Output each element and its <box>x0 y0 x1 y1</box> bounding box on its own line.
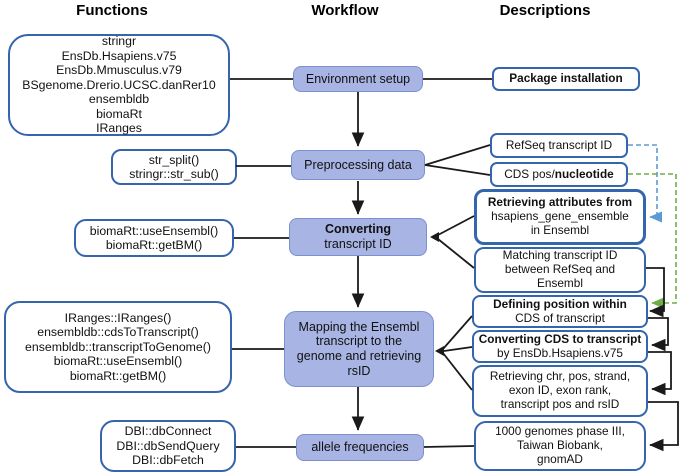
column-header-descriptions: Descriptions <box>499 2 591 19</box>
description-box-retrieving-chr-pos: Retrieving chr, pos, strand, exon ID, ex… <box>472 365 648 417</box>
workflow-line: transcript to the <box>315 334 403 349</box>
arrowhead-into-converting <box>430 232 439 242</box>
description-line: Retrieving attributes from <box>487 195 633 210</box>
description-line: Taiwan Biobank, <box>517 438 603 453</box>
elbow-convertingcds-to-retrievingchr <box>648 351 672 396</box>
workflow-line: rsID <box>347 363 371 378</box>
workflow-step-mapping-ensembl: Mapping the Ensembl transcript to the ge… <box>284 311 434 387</box>
link-retrievingchr-to-mapping <box>442 352 473 391</box>
workflow-step-allele-frequencies: allele frequencies <box>296 434 424 461</box>
description-text-bold: nucleotide <box>554 166 614 181</box>
function-line: ensembldb::cdsToTranscript() <box>37 325 199 340</box>
column-header-functions: Functions <box>76 2 148 19</box>
function-line: stringr <box>101 34 137 49</box>
elbow-retrievingchr-to-1000genomes <box>648 401 679 452</box>
workflow-step-converting-transcript-id: Converting transcript ID <box>289 218 427 256</box>
description-box-matching-transcript-id: Matching transcript ID between RefSeq an… <box>474 247 646 293</box>
function-line: ensembldb <box>88 92 150 107</box>
link-preprocessing-to-cdspos <box>424 164 491 176</box>
description-line: Matching transcript ID <box>502 248 618 263</box>
function-box-packages: stringr EnsDb.Hsapiens.v75 EnsDb.Mmuscul… <box>8 34 230 136</box>
function-box-string: str_split() stringr::str_sub() <box>111 149 237 185</box>
link-matching-to-converting <box>437 238 475 269</box>
workflow-label-bold: Converting <box>325 222 391 237</box>
description-line: hsapiens_gene_ensemble <box>491 209 629 224</box>
function-line: EnsDb.Hsapiens.v75 <box>61 48 177 63</box>
workflow-line: Mapping the Ensembl <box>298 319 420 334</box>
function-line: str_split() <box>148 152 200 167</box>
description-box-converting-cds: Converting CDS to transcript by EnsDb.Hs… <box>472 330 648 363</box>
workflow-step-preprocessing-data: Preprocessing data <box>291 150 425 180</box>
link-convertingcds-to-mapping <box>443 346 473 352</box>
description-line: between RefSeq and <box>504 262 616 277</box>
function-line: BSgenome.Drerio.UCSC.danRer10 <box>22 77 216 92</box>
function-line: biomaRt::getBM() <box>69 368 167 383</box>
workflow-label: transcript ID <box>324 237 392 251</box>
link-preprocessing-to-refseq <box>424 144 491 166</box>
arrowhead-into-mapping <box>435 346 444 356</box>
description-box-1000-genomes: 1000 genomes phase III, Taiwan Biobank, … <box>474 421 646 471</box>
description-line: gnomAD <box>537 451 583 466</box>
description-line: Package installation <box>509 71 623 86</box>
elbow-defining-to-convertingcds <box>648 317 669 352</box>
description-line: CDS of transcript <box>515 310 605 325</box>
description-line: 1000 genomes phase III, <box>495 424 625 439</box>
description-box-defining-position: Defining position within CDS of transcri… <box>472 295 648 328</box>
link-defining-to-mapping <box>442 315 473 350</box>
workflow-label: allele frequencies <box>311 440 409 455</box>
function-line: DBI::dbSendQuery <box>116 438 220 453</box>
function-line: DBI::dbConnect <box>124 424 212 439</box>
function-line: stringr::str_sub() <box>129 167 219 181</box>
link-retrieving-attr-to-converting <box>437 215 475 236</box>
description-line: transcript pos and rsID <box>500 396 620 411</box>
description-box-retrieving-attributes: Retrieving attributes from hsapiens_gene… <box>474 189 646 245</box>
description-line: Ensembl <box>537 275 583 290</box>
function-line: EnsDb.Mmusculus.v79 <box>56 63 182 78</box>
link-allele-to-1000genomes <box>423 445 475 448</box>
workflow-label: Preprocessing data <box>304 157 412 172</box>
function-line: biomaRt::useEnsembl() <box>89 223 219 238</box>
description-line: RefSeq transcript ID <box>505 137 613 152</box>
description-line: Defining position within <box>493 296 627 311</box>
function-line: IRanges <box>96 121 142 136</box>
function-line: DBI::dbFetch <box>132 453 204 468</box>
description-line: Retrieving chr, pos, strand, <box>489 369 631 384</box>
description-text: CDS pos/ <box>504 166 555 181</box>
column-header-workflow: Workflow <box>311 2 379 19</box>
function-box-mapping: IRanges::IRanges() ensembldb::cdsToTrans… <box>4 301 232 393</box>
elbow-matching-to-defining <box>646 267 665 318</box>
function-line: biomaRt <box>96 106 142 121</box>
description-line: Converting CDS to transcript <box>478 331 642 346</box>
function-box-biomart: biomaRt::useEnsembl() biomaRt::getBM() <box>74 219 234 257</box>
description-box-refseq-transcript-id: RefSeq transcript ID <box>490 133 628 158</box>
workflow-line: genome and retrieving <box>296 349 422 363</box>
function-line: ensembldb::transcriptToGenome() <box>25 339 211 354</box>
function-box-dbi: DBI::dbConnect DBI::dbSendQuery DBI::dbF… <box>100 420 236 472</box>
description-line: CDS pos/nucleotide <box>504 166 614 182</box>
workflow-step-environment-setup: Environment setup <box>293 66 423 92</box>
workflow-label: Environment setup <box>305 71 411 86</box>
description-box-package-installation: Package installation <box>492 67 640 91</box>
function-line: biomaRt::useEnsembl() <box>53 354 183 369</box>
description-line: by EnsDb.Hsapiens.v75 <box>497 345 623 360</box>
function-line: IRanges::IRanges() <box>64 310 172 325</box>
description-line: exon ID, exon rank, <box>508 383 612 398</box>
description-box-cds-pos-nucleotide: CDS pos/nucleotide <box>490 162 628 187</box>
description-line: in Ensembl <box>530 222 590 237</box>
function-line: biomaRt::getBM() <box>105 238 203 252</box>
